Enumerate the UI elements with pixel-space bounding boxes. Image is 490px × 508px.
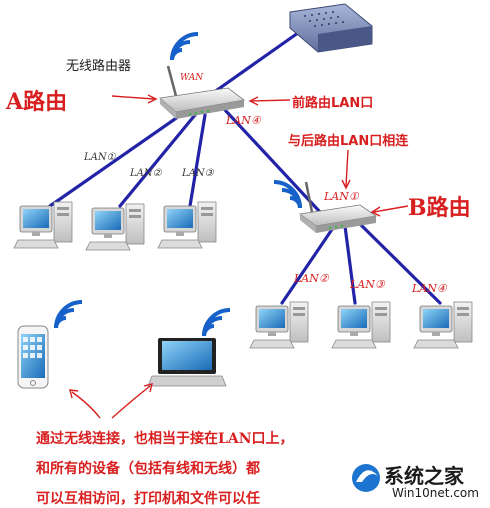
cable-a-lan3 [188,113,207,208]
modem [289,3,373,53]
b-lan4-label: LAN④ [412,282,447,295]
cable-b-lan2 [280,223,337,305]
wifi-icon-phone [54,300,84,330]
computer-icon [13,201,73,249]
b-lan2-label: LAN② [294,272,329,285]
laptop-icon [147,338,227,387]
note-line-2: 和所有的设备（包括有线和无线）都 [36,461,260,477]
watermark-title: 系统之家 [384,464,464,488]
note-line-1: 通过无线连接，也相当于接在LAN口上， [36,431,294,447]
wan-cable [208,26,307,97]
computer-icon [85,203,145,251]
note-line-3: 可以互相访问，打印机和文件可以任 [36,491,260,507]
watermark-site: Win10net.com [392,486,479,500]
watermark-logo [348,456,490,508]
a-lan4-label: LAN④ [226,114,261,127]
b-lan1-label: LAN① [324,190,359,203]
router-a [159,65,245,119]
annotation-arrows [69,94,409,419]
cable-a-lan2 [118,113,197,208]
a-lan2-label: LAN② [130,168,162,179]
watermark: 系统之家 Win10net.com [348,456,490,508]
b-lan3-label: LAN③ [350,278,385,291]
front-lan-label: 前路由LAN口 [292,96,374,111]
a-lan1-label: LAN① [84,152,116,163]
wifi-icon-laptop [202,308,232,338]
computer-icon [249,301,309,349]
cable-a-lan1 [48,110,187,208]
computer-icon [157,201,217,249]
router-a-label: A路由 [6,89,68,115]
connect-back-label: 与后路由LAN口相连 [288,134,409,149]
wifi-icon-router-a [170,32,200,62]
computer-icon [413,301,473,349]
a-lan3-label: LAN③ [182,168,214,179]
cable-b-lan4 [356,220,442,305]
computer-icon [331,301,391,349]
router-b-label: B路由 [408,195,471,221]
cables [48,26,442,305]
wireless-router-label: 无线路由器 [66,59,132,74]
smartphone-icon [17,325,49,389]
cable-b-lan3 [343,224,357,305]
wan-port-label: WAN [180,73,204,83]
router-b [298,181,378,233]
cable-a-lan4-to-b [223,108,322,214]
